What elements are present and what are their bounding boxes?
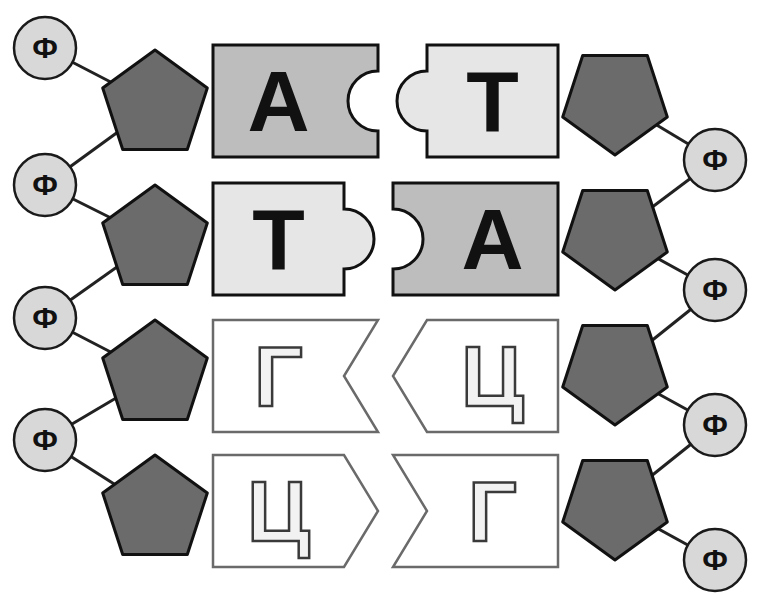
nucleotide-base: А — [213, 45, 378, 157]
node-label: Т — [466, 58, 519, 144]
phosphate-shape — [14, 154, 76, 216]
base-shape — [393, 320, 558, 432]
phosphate-circle: Ф — [682, 257, 748, 323]
node-label: Ф — [702, 545, 728, 575]
node-label: Ф — [702, 275, 728, 305]
node-label: А — [461, 196, 523, 282]
node-label: Ц — [247, 468, 310, 554]
phosphate-shape — [14, 17, 76, 79]
base-shape — [397, 45, 558, 157]
phosphate-circle: Ф — [12, 407, 78, 473]
base-shape — [213, 45, 378, 157]
base-shape — [393, 455, 558, 567]
nucleotide-base: А — [393, 183, 558, 295]
phosphate-circle: Ф — [12, 285, 78, 351]
phosphate-circle: Ф — [682, 127, 748, 193]
nucleotide-base: Г — [213, 320, 378, 432]
sugar-pentagon — [563, 461, 668, 561]
base-shape — [213, 320, 378, 432]
node-label: Ф — [32, 425, 58, 455]
phosphate-shape — [14, 409, 76, 471]
phosphate-circle: Ф — [12, 15, 78, 81]
nucleotide-base: Ц — [393, 320, 558, 432]
node-label: Ф — [702, 410, 728, 440]
sugar-pentagon — [563, 56, 668, 156]
sugar-pentagon — [103, 320, 208, 420]
base-shape — [393, 183, 558, 295]
sugar-pentagon — [103, 185, 208, 285]
node-label: Т — [252, 196, 305, 282]
node-label: Ф — [32, 303, 58, 333]
base-shape — [213, 183, 374, 295]
nucleotide-base: Т — [393, 45, 558, 157]
node-label: Ф — [32, 33, 58, 63]
phosphate-shape — [684, 129, 746, 191]
node-label: Ц — [461, 333, 524, 419]
nucleotide-base: Ц — [213, 455, 378, 567]
sugar-pentagons — [103, 50, 668, 560]
node-label: Г — [468, 468, 517, 554]
sugar-pentagon — [563, 326, 668, 426]
sugar-pentagon — [103, 50, 208, 150]
backbone-bonds — [45, 48, 715, 560]
node-label: Г — [254, 333, 303, 419]
node-label: Ф — [32, 170, 58, 200]
phosphate-shape — [14, 287, 76, 349]
node-label: Ф — [702, 145, 728, 175]
nucleotide-base: Т — [213, 183, 378, 295]
phosphate-shape — [684, 259, 746, 321]
nucleotide-base: Г — [393, 455, 558, 567]
phosphate-shape — [684, 529, 746, 591]
phosphate-circle: Ф — [682, 392, 748, 458]
sugar-pentagon — [563, 191, 668, 291]
base-shape — [213, 455, 378, 567]
phosphate-circle: Ф — [12, 152, 78, 218]
phosphate-circle: Ф — [682, 527, 748, 593]
node-label: А — [247, 58, 309, 144]
phosphate-shape — [684, 394, 746, 456]
sugar-pentagon — [103, 455, 208, 555]
